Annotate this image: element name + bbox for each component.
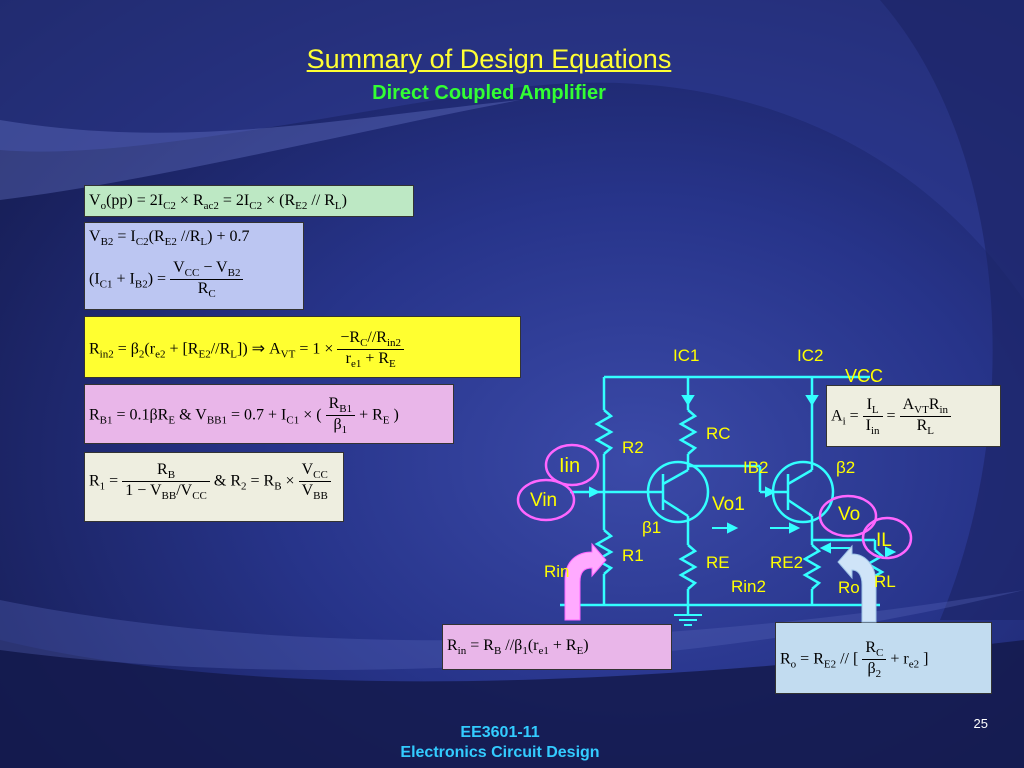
label-r1: R1 <box>622 546 644 565</box>
label-ro: Ro <box>838 578 860 597</box>
label-rin: Rin <box>544 562 570 581</box>
label-rl: RL <box>874 572 896 591</box>
label-vin: Vin <box>530 490 558 511</box>
label-r2: R2 <box>622 438 644 457</box>
page-number: 25 <box>973 716 988 731</box>
equation-vb2-ic1: VB2 = IC2(RE2 //RL) + 0.7 (IC1 + IB2) = … <box>84 222 304 310</box>
label-re: RE <box>706 553 730 572</box>
label-iin: Iin <box>559 455 581 477</box>
footer-course-name: Electronics Circuit Design <box>400 744 600 761</box>
footer-course-code: EE3601-11 <box>460 724 540 741</box>
label-vo: Vo <box>838 504 861 525</box>
slide-subtitle: Direct Coupled Amplifier <box>372 82 606 104</box>
label-beta2: β2 <box>836 458 856 477</box>
label-vo1: Vo1 <box>712 494 745 515</box>
label-ic2: IC2 <box>797 346 824 365</box>
slide-title: Summary of Design Equations <box>306 44 672 74</box>
label-beta1: β1 <box>642 518 662 537</box>
equation-rin2-avt: Rin2 = β2(re2 + [RE2//RL]) ⇒ AVT = 1 × −… <box>84 316 521 378</box>
label-il: IL <box>876 530 892 551</box>
equation-vo-pp: Vo(pp) = 2IC2 × Rac2 = 2IC2 × (RE2 // RL… <box>84 185 414 217</box>
label-re2: RE2 <box>770 553 804 572</box>
label-ib2: IB2 <box>743 458 769 477</box>
label-vcc: VCC <box>845 366 884 386</box>
label-rc: RC <box>706 424 731 443</box>
equation-rin: Rin = RB //β1(re1 + RE) <box>442 624 672 670</box>
label-ic1: IC1 <box>673 346 700 365</box>
label-rin2: Rin2 <box>731 577 766 596</box>
